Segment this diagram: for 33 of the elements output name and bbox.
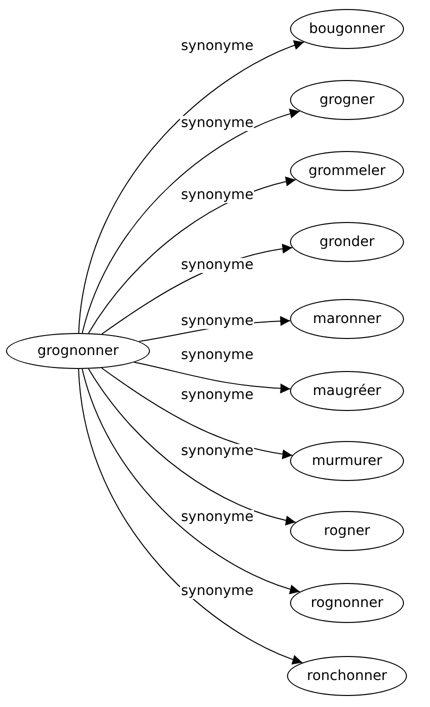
node-label: maugréer [312, 383, 382, 399]
edge-label: synonyme [180, 348, 254, 363]
edge-label: synonyme [180, 510, 254, 525]
arrow [88, 176, 296, 334]
node-label: rognonner [310, 595, 384, 611]
arrow [82, 109, 300, 334]
arrow [82, 368, 300, 594]
arrow [134, 362, 291, 394]
node-label: murmurer [312, 453, 382, 469]
edge-label: synonyme [180, 116, 254, 131]
ellipse-node [290, 583, 404, 623]
edge-label: synonyme [180, 314, 254, 329]
node-label: maronner [312, 311, 382, 327]
node-label: grommeler [308, 163, 386, 179]
edge-label: synonyme [180, 388, 254, 403]
ellipse-node [290, 511, 404, 551]
node-label: grogner [319, 92, 375, 108]
edge-label: synonyme [180, 584, 254, 599]
node-label: grognonner [37, 343, 119, 359]
arrow [88, 368, 296, 526]
arrow [78, 368, 303, 664]
edge-label: synonyme [180, 444, 254, 459]
node-label: ronchonner [306, 668, 388, 684]
edge-label: synonyme [180, 258, 254, 273]
node-label: bougonner [309, 21, 385, 37]
node-label: gronder [319, 234, 375, 250]
arrow [78, 40, 304, 334]
ellipse-node [290, 151, 404, 191]
edge-label: synonyme [180, 188, 254, 203]
arrow [101, 368, 293, 459]
ellipse-node [290, 80, 404, 120]
edge-label: synonyme [180, 39, 254, 54]
node-label: rogner [324, 523, 370, 539]
